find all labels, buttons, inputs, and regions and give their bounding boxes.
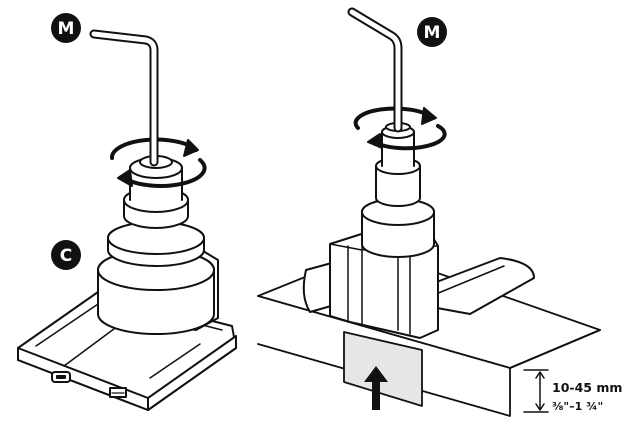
left-clamp-illustration	[17, 29, 237, 411]
dimension-bracket-icon	[523, 369, 549, 413]
clamp-jaw	[343, 331, 423, 407]
clamp-column	[97, 155, 215, 335]
hex-key-icon	[89, 29, 159, 167]
badge-c: C	[51, 240, 81, 270]
thickness-imperial: ⅜"–1 ¾"	[552, 400, 603, 413]
up-arrow-icon	[364, 366, 388, 410]
rotate-arrows-icon	[110, 137, 207, 188]
badge-label: C	[60, 246, 72, 266]
badge-label: M	[58, 19, 75, 39]
clamp-column	[361, 122, 435, 258]
badge-m-right: M	[417, 17, 447, 47]
badge-m-left: M	[51, 13, 81, 43]
rotate-arrows-icon	[353, 106, 447, 151]
badge-label: M	[424, 23, 441, 43]
thickness-metric: 10-45 mm	[552, 380, 622, 395]
hex-key-icon	[347, 7, 403, 133]
slot-icon	[51, 371, 71, 383]
right-clamp-illustration	[257, 7, 601, 417]
slot-icon	[109, 387, 127, 398]
